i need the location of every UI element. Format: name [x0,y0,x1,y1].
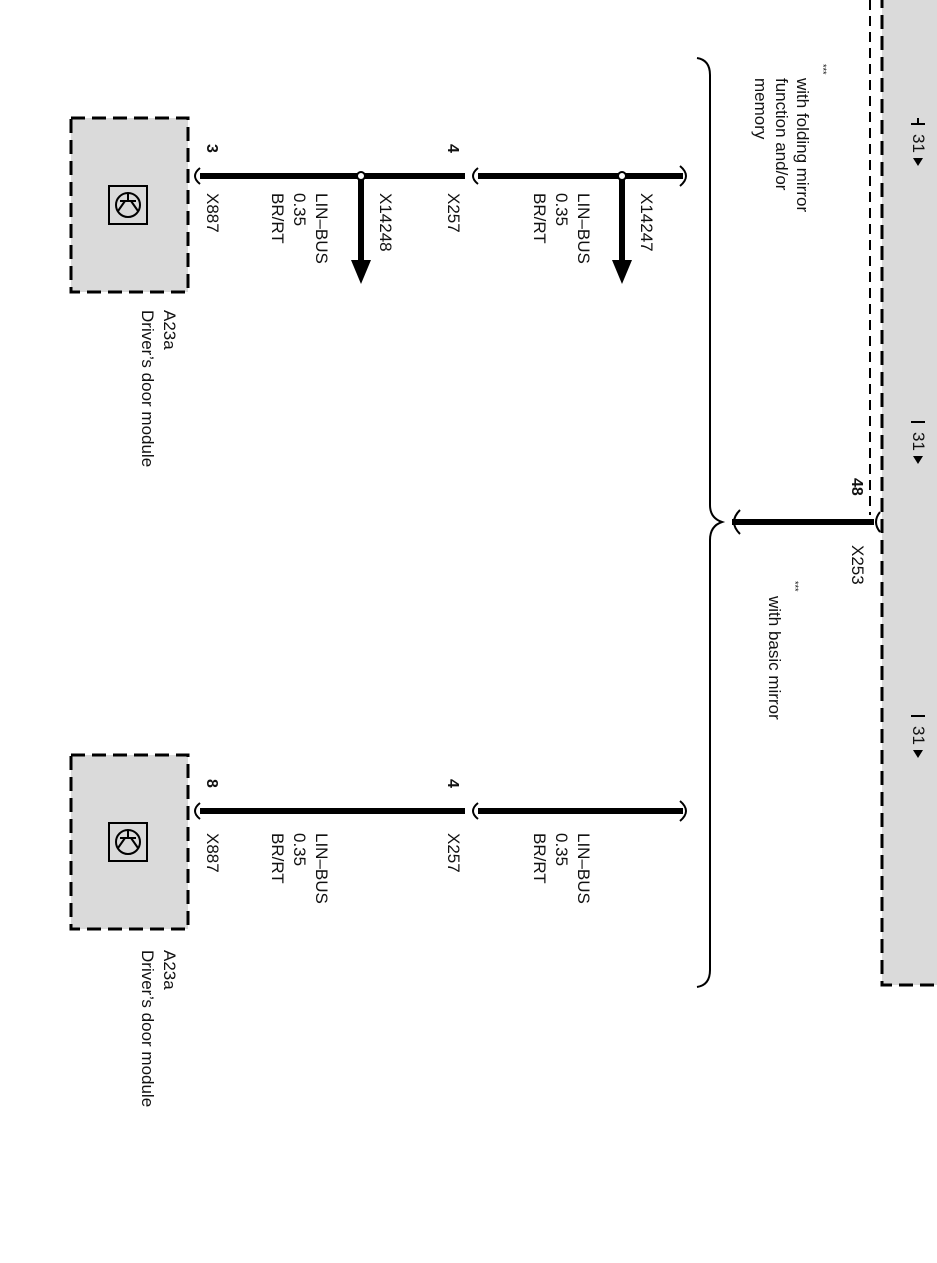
drivers-door-module-box [69,753,190,931]
ground-label: 31 [909,432,928,451]
module-code: A23a [160,950,179,990]
connector-x887-pin: 8 [203,779,220,788]
wire-bottom-line-3: BR/RT [268,833,287,884]
note-basic-line-1: with basic mirror [765,595,784,720]
wire-top-line-2: 0.35 [552,833,571,866]
note-folding-mirror: *** with folding mirror function and/or … [751,64,828,212]
ground-label: 31 [909,726,928,745]
wire-bottom-line-2: 0.35 [290,193,309,226]
connector-x257-name: X257 [444,833,463,873]
ground-symbol-3: 31 [909,715,928,758]
wire-top-line-3: BR/RT [530,833,549,884]
wire-top-line-1: LIN–BUS [574,193,593,264]
wire-bottom-line-2: 0.35 [290,833,309,866]
splice-x14248-label: X14248 [376,193,395,252]
ground-label: 31 [909,134,928,153]
wire-top-line-2: 0.35 [552,193,571,226]
note-basic-mirror: *** with basic mirror [765,581,800,720]
transistor-icon [108,185,148,225]
note-folding-line-2: function and/or [772,78,791,191]
connector-x253: 48 X253 [732,478,881,585]
connector-x887-name: X887 [203,833,222,873]
wire-bottom-line-3: BR/RT [268,193,287,244]
note-folding-line-1: with folding mirror [793,77,812,212]
note-marker: *** [790,581,800,592]
connector-x257-name: X257 [444,193,463,233]
drivers-door-module-box [69,116,190,294]
wire-top-line-3: BR/RT [530,193,549,244]
connector-x887-name: X887 [203,193,222,233]
connector-x253-pin: 48 [848,478,865,496]
note-marker: *** [818,64,828,75]
splice-x14247-label: X14247 [637,193,656,252]
transistor-icon [108,822,148,862]
upper-branch: X14247 LIN–BUS 0.35 BR/RT 4 X257 X14248 … [69,116,687,467]
module-name: Driver’s door module [138,310,157,467]
wire-bottom-line-1: LIN–BUS [312,833,331,904]
note-folding-line-3: memory [751,78,770,140]
wire-top-line-1: LIN–BUS [574,833,593,904]
connector-x887-pin: 3 [203,144,220,153]
lower-branch: LIN–BUS 0.35 BR/RT 4 X257 LIN–BUS 0.35 B… [69,753,687,1107]
option-brace [696,57,726,988]
module-name: Driver’s door module [138,950,157,1107]
wire-bottom-line-1: LIN–BUS [312,193,331,264]
ground-symbol-1: 31 [909,118,928,166]
module-code: A23a [160,310,179,350]
ground-symbol-2: 31 [909,421,928,464]
splice-arrow [351,260,371,284]
control-module-housing [869,0,937,987]
connector-x253-name: X253 [848,545,867,585]
connector-x257-pin: 4 [444,779,461,788]
connector-x257-pin: 4 [444,144,461,153]
splice-arrow [612,260,632,284]
